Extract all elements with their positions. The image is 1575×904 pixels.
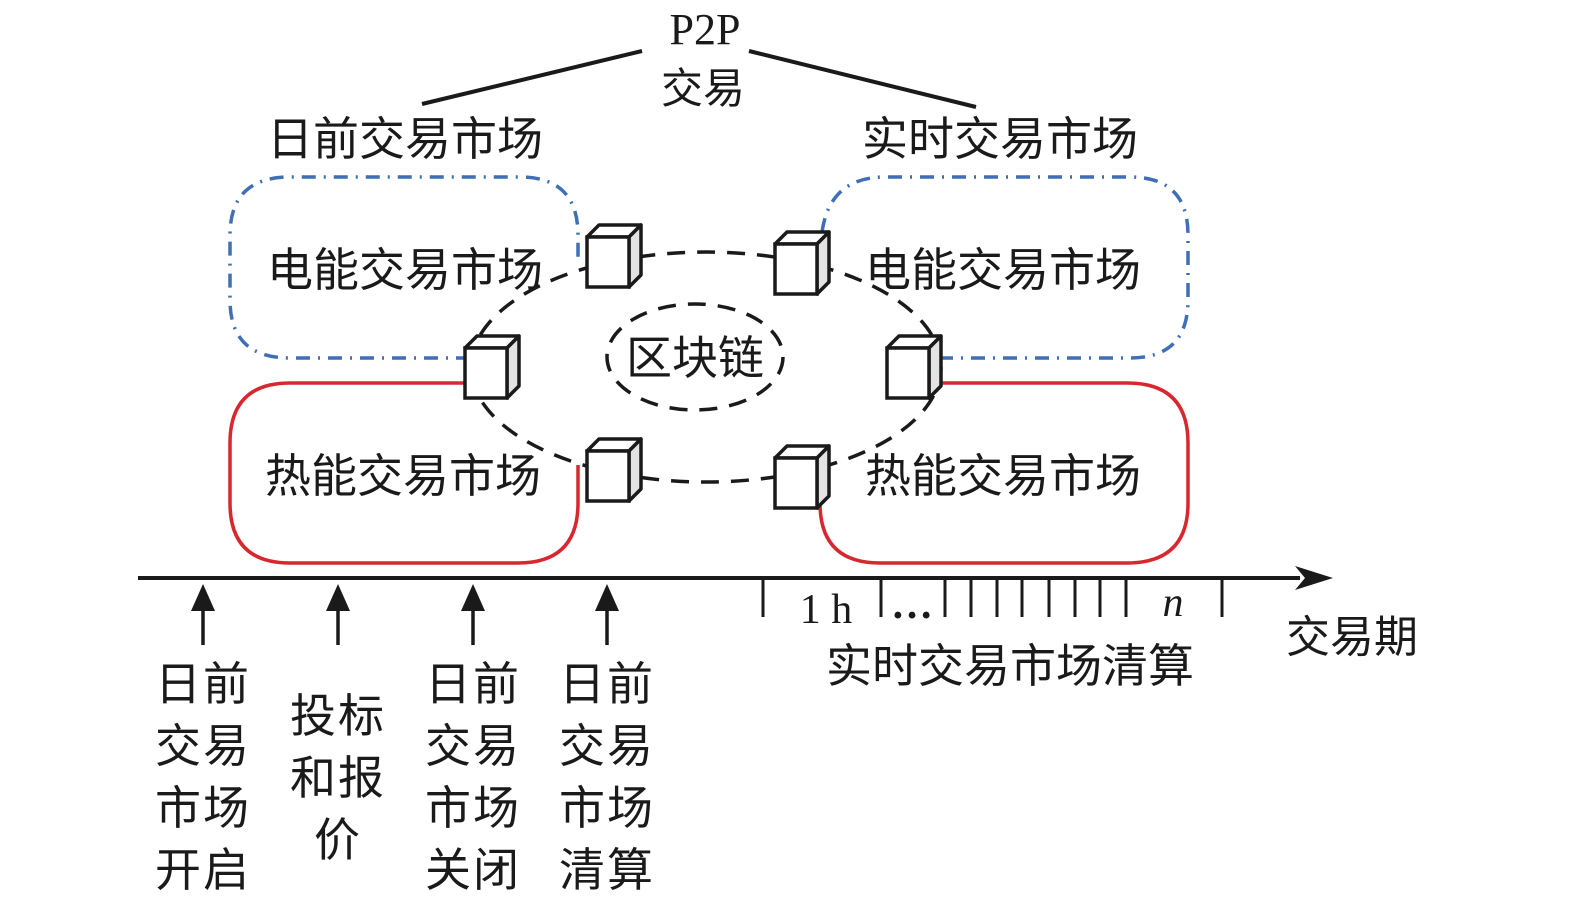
blockchain-node-cube (463, 334, 521, 400)
real-time-thermal-market-box (818, 381, 1190, 565)
event-label-line: 市场 (559, 781, 655, 835)
event-label-line: 交易 (155, 719, 251, 773)
blockchain-label: 区块链 (626, 331, 764, 385)
event-label-line: 交易 (559, 719, 655, 773)
blockchain-node-cube (885, 334, 943, 400)
day-ahead-thermal-label: 热能交易市场 (265, 449, 541, 503)
event-label-line: 投标 (290, 689, 386, 743)
real-time-clearing-label: 实时交易市场清算 (826, 639, 1194, 693)
event-label-line: 交易 (425, 719, 521, 773)
blockchain-core-ellipse (605, 302, 785, 412)
real-time-thermal-label: 热能交易市场 (865, 449, 1141, 503)
title-p2p: P2P (670, 5, 741, 54)
interval-ellipsis: … (891, 582, 933, 628)
day-ahead-electric-market-box (228, 175, 580, 360)
timeline-arrowhead (1295, 566, 1333, 590)
day-ahead-electric-label: 电能交易市场 (267, 243, 543, 297)
event-arrow-icon (191, 584, 215, 611)
blockchain-node-cube (773, 444, 831, 510)
real-time-market-header: 实时交易市场 (862, 112, 1138, 166)
event-label-line: 日前 (425, 657, 521, 711)
title-trading: 交易 (661, 64, 745, 113)
blockchain-node-cube (773, 230, 831, 296)
title-connector-left (421, 49, 643, 106)
real-time-electric-market-box (820, 175, 1190, 360)
blockchain-node-cube (585, 437, 643, 503)
event-label-line: 价 (314, 813, 362, 867)
timeline-axis-label: 交易期 (1286, 612, 1418, 663)
real-time-electric-label: 电能交易市场 (865, 243, 1141, 297)
event-arrow-icon (461, 584, 485, 611)
title-connector-right (748, 49, 977, 109)
first-interval-label: 1 h (800, 587, 853, 633)
blockchain-nodes (463, 223, 943, 510)
event-label-line: 日前 (559, 657, 655, 711)
event-label-line: 关闭 (425, 843, 521, 897)
event-label-line: 和报 (290, 751, 386, 805)
event-label-line: 市场 (155, 781, 251, 835)
blockchain-node-cube (585, 223, 643, 289)
day-ahead-thermal-market-box (228, 381, 580, 565)
event-arrow-icon (326, 584, 350, 611)
event-label-line: 日前 (155, 657, 251, 711)
event-label-line: 市场 (425, 781, 521, 835)
day-ahead-market-header: 日前交易市场 (267, 112, 543, 166)
real-time-interval-ticks (761, 578, 1224, 617)
last-interval-label: n (1163, 580, 1184, 626)
event-label-line: 清算 (559, 843, 655, 897)
event-arrow-icon (595, 584, 619, 611)
event-label-line: 开启 (155, 843, 251, 897)
